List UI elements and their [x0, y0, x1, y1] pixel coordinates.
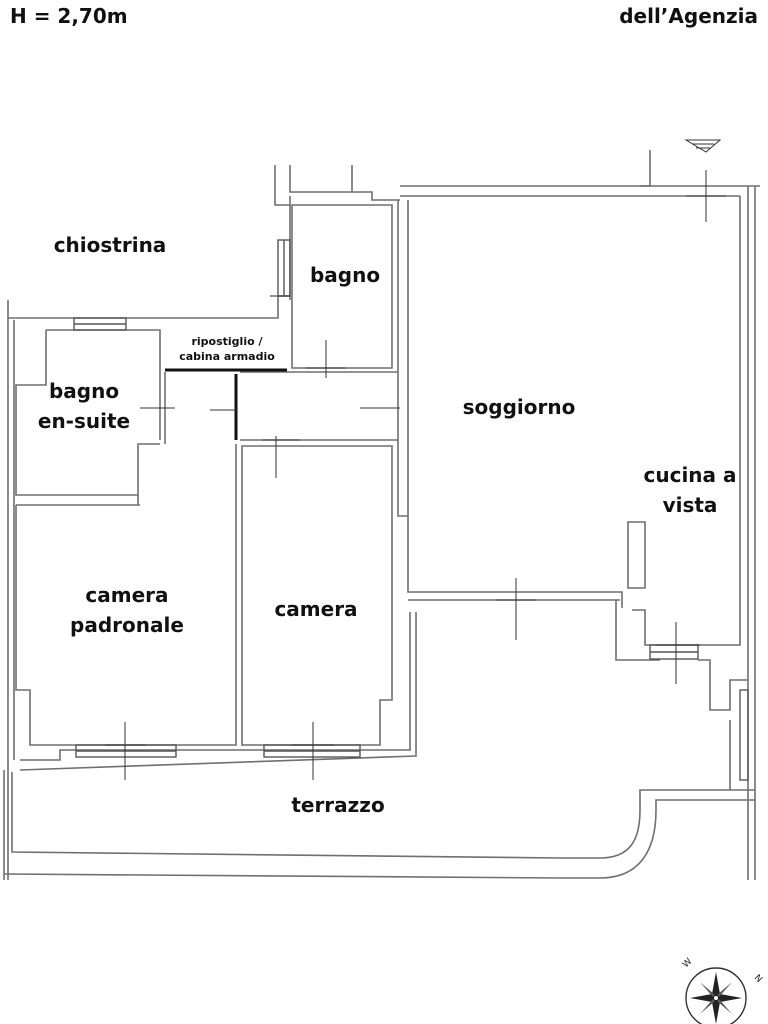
room-label-camera: camera [274, 597, 358, 621]
living-walls [397, 440, 623, 608]
compass-rose: W N [681, 957, 764, 1024]
compass-point-e [716, 994, 742, 1002]
compass-circle [685, 967, 747, 1024]
compass-north-letter: N [752, 973, 764, 985]
master-bedroom-walls [15, 444, 237, 746]
compass-point-n [712, 972, 720, 998]
room-label-terrazzo: terrazzo [291, 793, 385, 817]
compass-west-letter: W [681, 957, 694, 970]
agency-label: dell’Agenzia [619, 4, 758, 28]
bedroom-walls [241, 445, 393, 746]
bathroom-walls [291, 204, 393, 369]
compass-point-w [690, 994, 716, 1002]
room-label-chiostrina: chiostrina [53, 233, 167, 257]
courtyard-wall [8, 295, 290, 319]
ceiling-height-label: H = 2,70m [10, 4, 128, 28]
walls [3, 150, 760, 880]
ensuite-walls [15, 330, 160, 496]
terrace-walls [20, 612, 411, 761]
room-label-cucina: cucina a vista [643, 463, 737, 517]
door-wall-segments [165, 368, 287, 440]
axis-crosses [105, 170, 726, 780]
room-label-camera-padronale: camera padronale [70, 583, 184, 637]
compass-point-s [712, 998, 720, 1024]
room-label-ripostiglio: ripostiglio / cabina armadio [179, 335, 275, 363]
room-label-soggiorno: soggiorno [462, 395, 576, 419]
room-label-bagno-ensuite: bagno en-suite [37, 379, 131, 433]
small-compass-marker [684, 139, 722, 153]
room-label-bagno: bagno [309, 263, 381, 287]
